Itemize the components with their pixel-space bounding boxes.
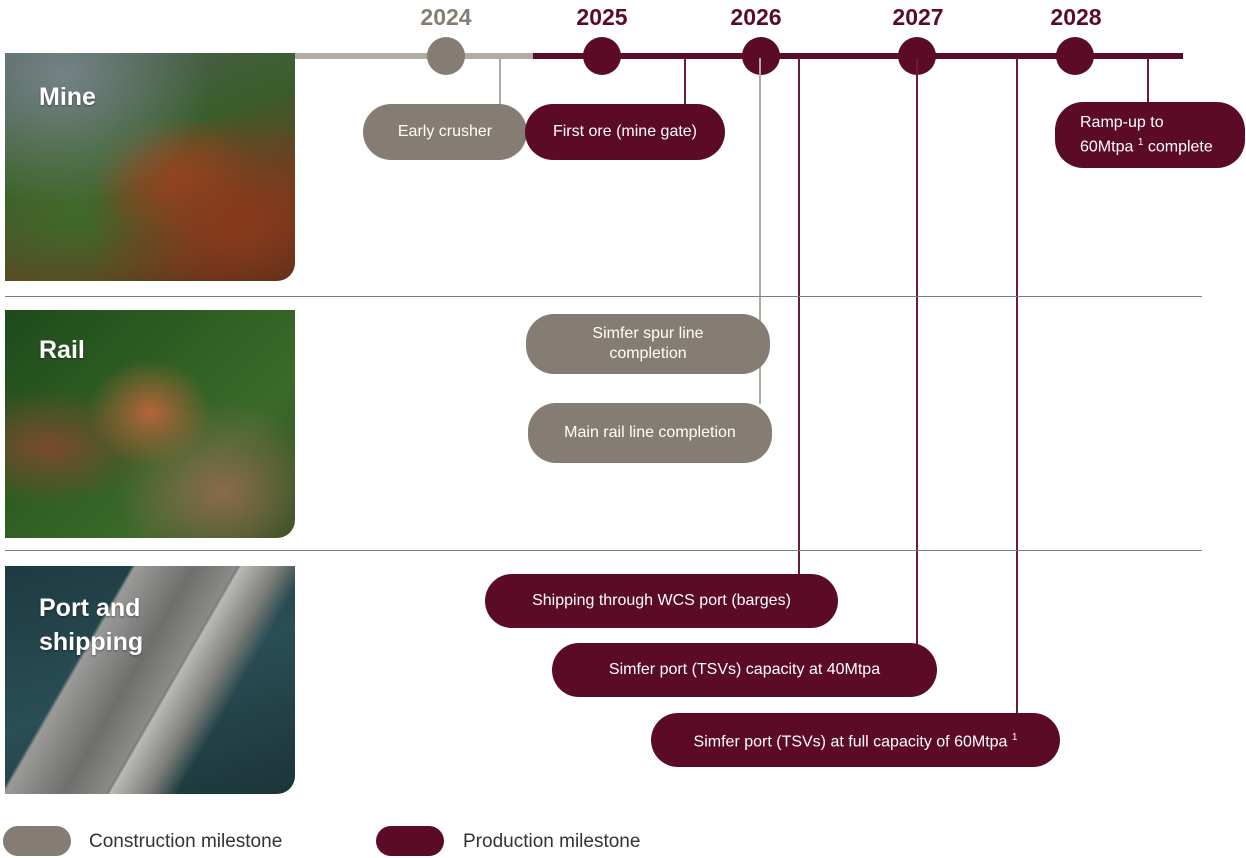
year-2024-dot [427,37,465,75]
section-divider-2 [5,550,1202,551]
timeline-construction-segment [295,53,535,59]
footnote-marker: 1 [1011,731,1018,743]
milestone-wcs-shipping-text: Shipping through WCS port (barges) [532,592,791,609]
section-divider-1 [5,296,1202,297]
year-2024-label: 2024 [420,4,472,30]
legend-construction-swatch [3,826,71,856]
connector-port-40 [916,58,918,644]
milestone-ramp-up-line2b: complete [1147,138,1213,156]
mine-photo: Mine [5,53,295,281]
rail-photo: Rail [5,310,295,538]
milestone-ramp-up-line2a: 60Mtpa [1080,138,1134,156]
legend-production-label: Production milestone [463,831,641,852]
year-2028-label: 2028 [1050,4,1102,30]
milestone-port-40-text: Simfer port (TSVs) capacity at 40Mtpa [608,661,881,678]
milestone-spur-line: Simfer spur line completion [526,314,770,374]
connector-port-60 [1016,58,1018,714]
section-label-mine: Mine [39,83,96,111]
section-label-rail: Rail [39,336,85,364]
milestone-early-crusher-text: Early crusher [397,123,493,140]
timeline-production-segment [533,53,1183,59]
year-2026-label: 2026 [730,4,782,30]
legend-production-swatch [376,826,444,856]
milestone-early-crusher: Early crusher [363,104,527,160]
milestone-ramp-up: Ramp-up to 60Mtpa 1 complete [1055,102,1245,168]
legend-construction-label: Construction milestone [89,831,283,852]
milestone-spur-line-text: Simfer spur line completion [592,325,704,362]
footnote-marker: 1 [1137,136,1144,148]
milestone-main-rail: Main rail line completion [528,403,772,463]
milestone-port-40: Simfer port (TSVs) capacity at 40Mtpa [552,643,937,697]
milestone-first-ore-text: First ore (mine gate) [552,123,698,140]
port-photo: Port and shipping [5,566,295,794]
connector-ramp-up [1147,58,1149,104]
connector-early-crusher [499,58,501,106]
year-2025-label: 2025 [576,4,628,30]
milestone-wcs-shipping: Shipping through WCS port (barges) [485,574,838,628]
milestone-first-ore: First ore (mine gate) [525,104,725,160]
year-2026-dot [742,37,780,75]
milestone-ramp-up-line1: Ramp-up to [1080,113,1164,131]
year-2027-label: 2027 [892,4,944,30]
year-2028-dot [1056,37,1094,75]
connector-rail [759,58,761,404]
milestone-port-60: Simfer port (TSVs) at full capacity of 6… [651,713,1060,767]
milestone-port-60-text: Simfer port (TSVs) at full capacity of 6… [693,733,1008,751]
connector-wcs-shipping [798,58,800,576]
year-2025-dot [583,37,621,75]
section-label-port-line1: Port and [39,594,141,622]
connector-first-ore [684,58,686,106]
section-label-port-line2: shipping [39,628,144,656]
milestone-main-rail-text: Main rail line completion [564,424,736,441]
